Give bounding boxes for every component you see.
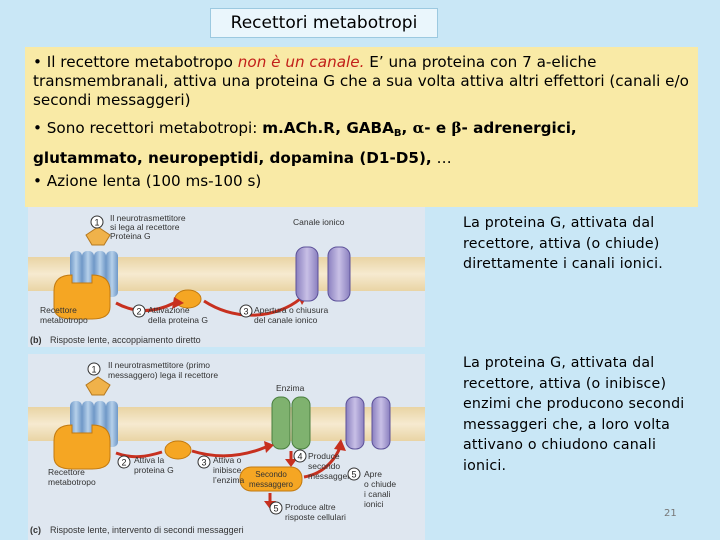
ion-channel-b bbox=[295, 246, 351, 302]
enzyme-label: Enzima bbox=[276, 383, 305, 393]
ion-channel-c bbox=[345, 396, 391, 450]
receptor-label-c-line2: metabotropo bbox=[48, 477, 96, 487]
step-3-text-b-line2: del canale ionico bbox=[254, 315, 318, 325]
bullet-1-prefix: • Il recettore metabotropo bbox=[33, 53, 238, 71]
side-text-direct: La proteina G, attivata dal recettore, a… bbox=[463, 215, 663, 272]
bullet-2-subscript: B bbox=[393, 128, 402, 139]
caption-label-b: (b) bbox=[30, 335, 42, 345]
step-5-text-c-line3: i canali bbox=[364, 489, 391, 499]
page-number: 21 bbox=[664, 508, 677, 519]
step-1-number-b: 1 bbox=[94, 218, 99, 228]
metabotropic-receptor-figure: 1 Il neurotrasmettitore si lega al recet… bbox=[28, 207, 425, 540]
step-4-text-c-line1: Produce bbox=[308, 451, 340, 461]
step-3-number-b: 3 bbox=[243, 307, 248, 317]
second-messenger-label-line2: messaggero bbox=[249, 480, 294, 489]
channel-arrow-b bbox=[203, 297, 301, 317]
bullet-2-comma: , bbox=[401, 119, 413, 137]
ion-channel-label-b: Canale ionico bbox=[293, 217, 345, 227]
step-1-number-c: 1 bbox=[91, 365, 96, 375]
g-protein-c-icon bbox=[53, 424, 111, 470]
bullet-1: • Il recettore metabotropo non è un cana… bbox=[33, 53, 690, 110]
caption-label-c: (c) bbox=[30, 525, 41, 535]
step-2-text-c-line2: proteina G bbox=[134, 465, 174, 475]
activation-arrow-c bbox=[115, 450, 163, 459]
step-5b-text-c-line2: risposte cellulari bbox=[285, 512, 346, 522]
slide-title-box: Recettori metabotropi bbox=[210, 8, 438, 38]
step-5-text-c-line4: ionici bbox=[364, 499, 383, 509]
receptor-label-b-line2: metabotropo bbox=[40, 315, 88, 325]
step-4-number-c: 4 bbox=[297, 452, 302, 462]
step-1-text-c-line2: messaggero) lega il recettore bbox=[108, 370, 218, 380]
step-5b-text-c-line1: Produce altre bbox=[285, 502, 336, 512]
g-protein-label-b: Proteina G bbox=[110, 231, 151, 241]
step-1-text-b-line1: Il neurotrasmettitore bbox=[110, 213, 186, 223]
enzyme-c bbox=[271, 396, 311, 450]
bullet-box: • Il recettore metabotropo non è un cana… bbox=[25, 47, 698, 207]
activation-arrow-b bbox=[115, 301, 175, 312]
bullet-2: • Sono recettori metabotropi: m.ACh.R, G… bbox=[33, 116, 690, 170]
bullet-3: • Azione lenta (100 ms-100 s) bbox=[33, 172, 262, 190]
first-messenger-icon bbox=[85, 376, 111, 396]
step-3-text-c-line2: inibisce bbox=[213, 465, 242, 475]
step-2-text-c-line1: Attiva la bbox=[134, 455, 165, 465]
step-1-text-c-line1: Il neurotrasmettitore (primo bbox=[108, 360, 210, 370]
g-protein-subunit-c-icon bbox=[164, 440, 192, 460]
step-5b-number-c: 5 bbox=[273, 504, 278, 514]
step-5-text-c-line1: Apre bbox=[364, 469, 382, 479]
step-2-text-b-line1: Attivazione bbox=[148, 305, 190, 315]
bullet-2-adrenergic: - adrenergici, bbox=[461, 119, 577, 137]
step-2-text-b-line2: della proteina G bbox=[148, 315, 208, 325]
step-3-number-c: 3 bbox=[201, 458, 206, 468]
second-messenger-label-line1: Secondo bbox=[255, 470, 287, 479]
step-4-text-c-line3: messaggero bbox=[308, 471, 355, 481]
bullet-2-end: … bbox=[431, 149, 452, 167]
caption-c: Risposte lente, intervento di secondi me… bbox=[50, 525, 244, 535]
side-text-second-messenger: La proteina G, attivata dal recettore, a… bbox=[463, 355, 685, 474]
g-protein-icon bbox=[53, 274, 111, 320]
step-4-text-c-line2: secondo bbox=[308, 461, 340, 471]
bullet-2-receptors: m.ACh.R, GABA bbox=[262, 119, 394, 137]
step-1-text-b-line2: si lega al recettore bbox=[110, 222, 180, 232]
step-3-text-b-line1: Apertura o chiusura bbox=[254, 305, 328, 315]
bullet-2-line2: glutammato, neuropeptidi, dopamina (D1-D… bbox=[33, 149, 432, 167]
bullet-2-prefix: • Sono recettori metabotropi: bbox=[33, 119, 263, 137]
step-5-text-c-line2: o chiude bbox=[364, 479, 396, 489]
caption-b: Risposte lente, accoppiamento diretto bbox=[50, 335, 201, 345]
bullet-1-highlight: non è un canale. bbox=[237, 53, 365, 71]
step-3-text-c-line3: l’enzima bbox=[213, 475, 244, 485]
step-2-number-b: 2 bbox=[136, 307, 141, 317]
second-messenger-bubble bbox=[239, 466, 303, 492]
step-5-number-c: 5 bbox=[351, 470, 356, 480]
step-3-text-c-line1: Attiva o bbox=[213, 455, 242, 465]
step-2-number-c: 2 bbox=[121, 458, 126, 468]
alpha-symbol: α bbox=[412, 119, 425, 137]
receptor-label-c-line1: Recettore bbox=[48, 467, 85, 477]
beta-symbol: β bbox=[451, 119, 462, 137]
slide-title: Recettori metabotropi bbox=[230, 13, 418, 33]
bullet-2-mid: - e bbox=[424, 119, 452, 137]
bullet-1-rest: E’ una proteina con 7 a-eliche transmemb… bbox=[33, 53, 689, 109]
enzyme-arrow-c bbox=[191, 445, 267, 458]
receptor-label-b-line1: Recettore bbox=[40, 305, 77, 315]
